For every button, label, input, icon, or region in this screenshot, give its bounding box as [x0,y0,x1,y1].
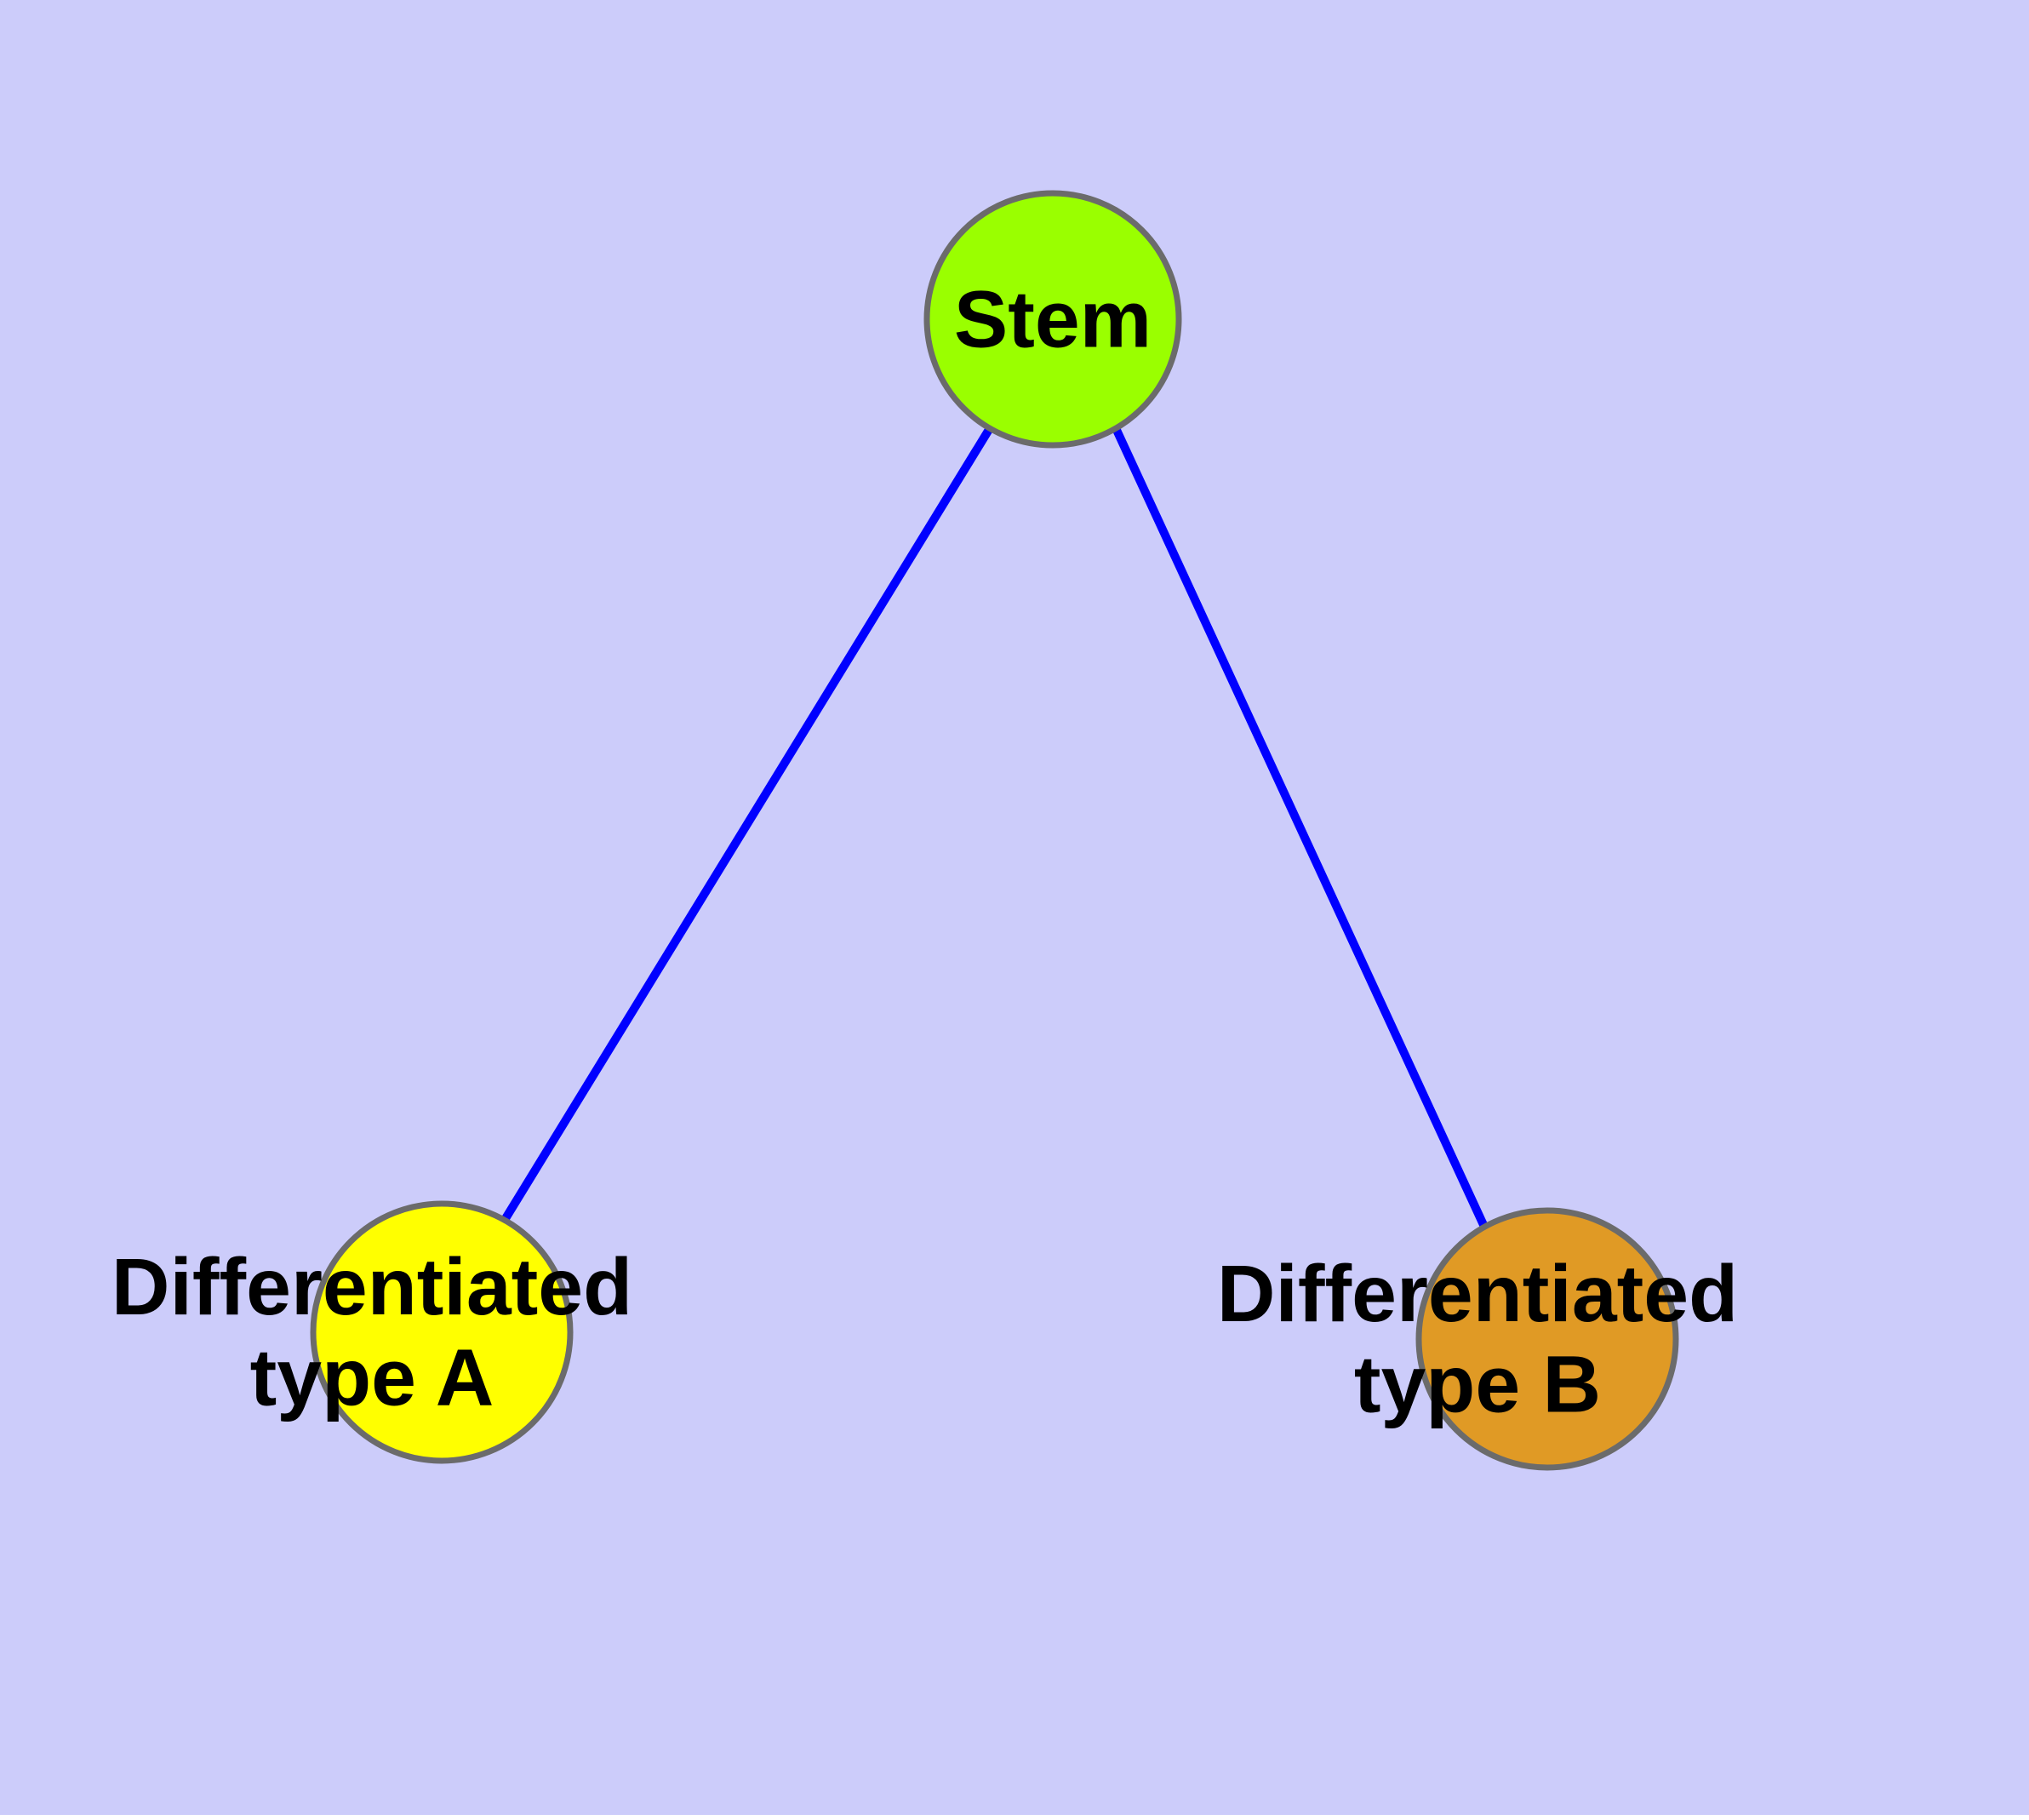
node-layer [310,190,1679,1471]
node-stem-circle[interactable] [923,190,1182,449]
node-label-line: Differentiated [111,1242,632,1332]
edge-layer [500,424,1489,1231]
node-label-line: Differentiated [1217,1249,1738,1339]
node-label-line: type B [1354,1340,1601,1430]
node-label-line: type A [250,1333,494,1423]
node-differentiated-type-b-circle[interactable] [1415,1207,1679,1471]
node-label-line: Stem [954,274,1152,364]
edge-stem-to-differentiated-type-a[interactable] [500,424,994,1224]
node-differentiated-type-a-circle[interactable] [310,1200,574,1464]
edge-stem-to-differentiated-type-b[interactable] [1112,424,1489,1231]
node-stem-label: Stem [954,274,1152,364]
